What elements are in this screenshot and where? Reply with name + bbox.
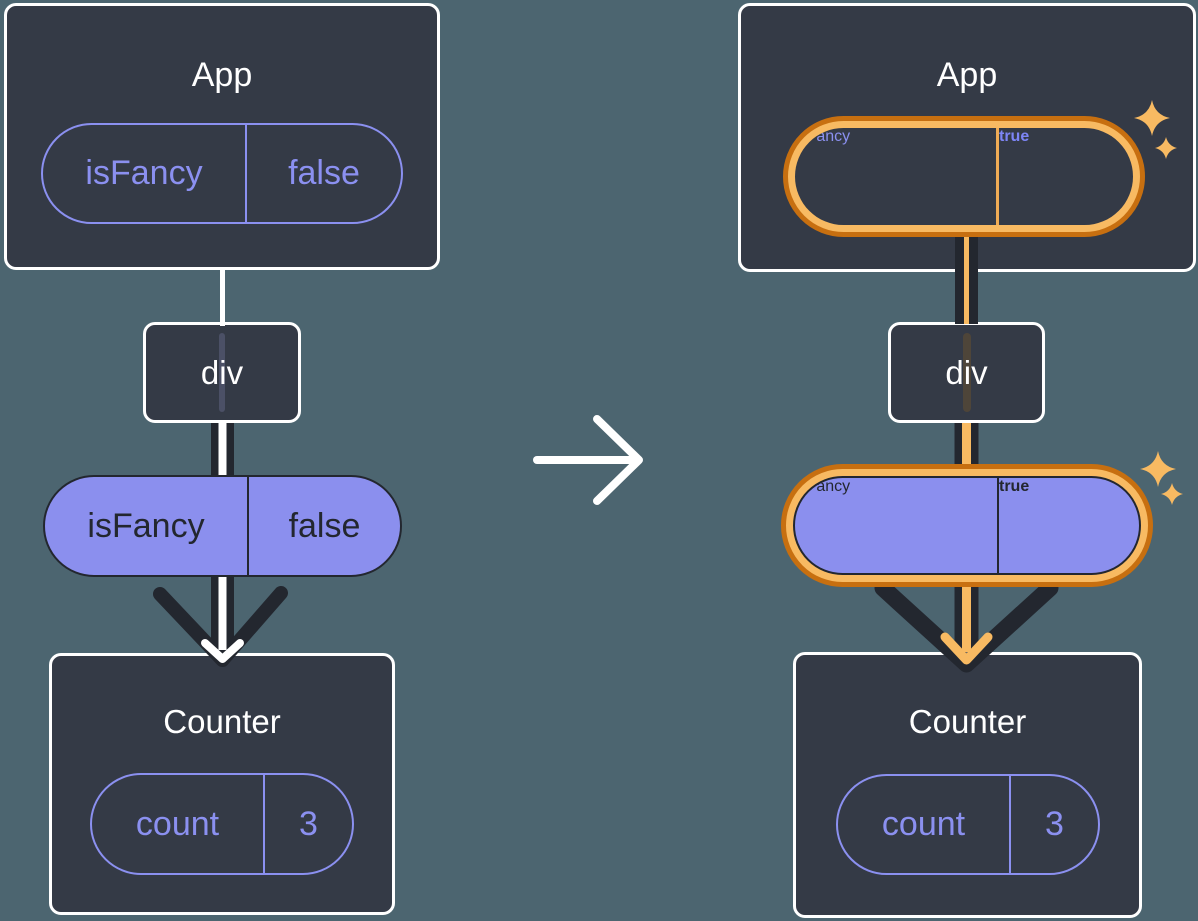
counter-box: Counter count 3 xyxy=(49,653,395,915)
app-title: App xyxy=(191,56,253,94)
prop-key: isFancy xyxy=(795,478,999,573)
state-value: false xyxy=(288,154,360,192)
prop-pill: isFancy false xyxy=(43,475,402,577)
counter-state-pill: count 3 xyxy=(836,774,1100,875)
div-box: div xyxy=(143,322,301,423)
counter-title: Counter xyxy=(163,703,281,740)
app-state-pill-highlighted: isFancy true xyxy=(783,116,1145,237)
state-key: count xyxy=(838,776,1011,873)
app-state-pill: isFancy true xyxy=(795,128,1133,225)
counter-box: Counter count 3 xyxy=(793,652,1142,918)
state-value: 3 xyxy=(1045,805,1064,843)
arrow-ghost-line xyxy=(962,333,971,412)
state-value: true xyxy=(999,128,1030,145)
prop-value: false xyxy=(288,506,361,545)
counter-title: Counter xyxy=(908,703,1027,740)
arrow-ghost-line xyxy=(219,333,225,412)
prop-key: isFancy xyxy=(45,477,249,575)
prop-value: true xyxy=(999,478,1030,495)
div-label: div xyxy=(945,353,988,391)
prop-pill-highlighted: isFancy true xyxy=(781,464,1153,587)
app-state-pill: isFancy false xyxy=(41,123,403,224)
counter-state-pill: count 3 xyxy=(90,773,354,875)
div-box: div xyxy=(888,322,1045,423)
state-value: 3 xyxy=(299,804,318,843)
state-key: isFancy xyxy=(795,128,999,225)
state-key: isFancy xyxy=(43,125,247,222)
prop-pill: isFancy true xyxy=(793,476,1141,575)
app-title: App xyxy=(936,56,998,94)
state-key: count xyxy=(92,775,265,873)
div-label: div xyxy=(200,353,244,391)
